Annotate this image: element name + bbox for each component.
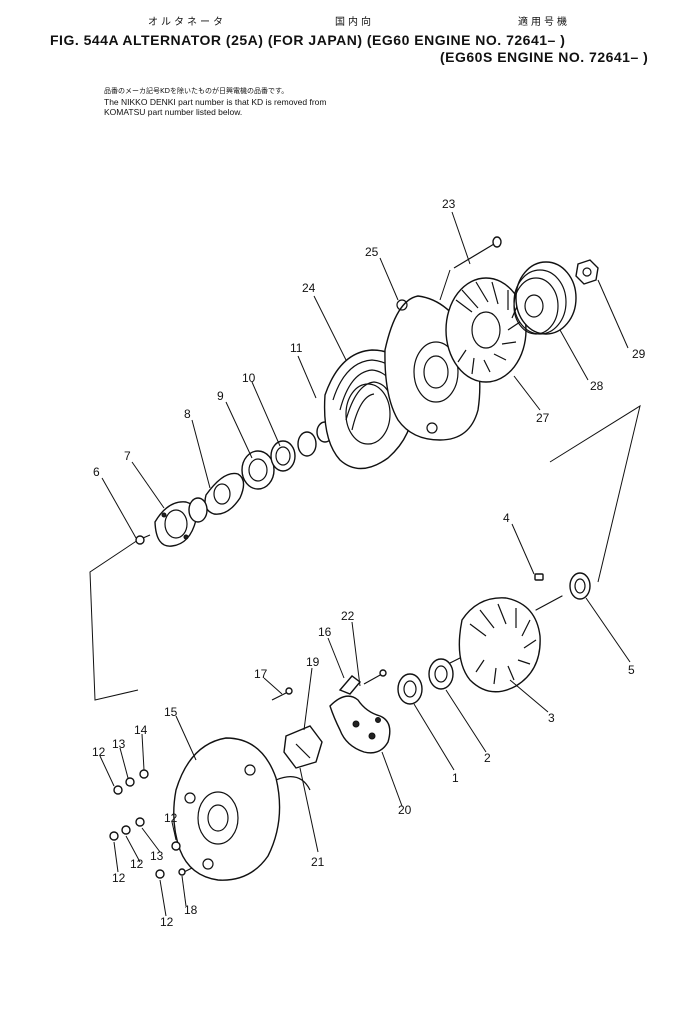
assembly-lines	[89, 269, 641, 701]
part-17-terminal	[338, 675, 362, 695]
callout-29: 29	[632, 347, 646, 361]
callout-14: 13	[150, 849, 164, 863]
callout-9: 9	[217, 389, 224, 403]
part-18-screw	[271, 687, 293, 701]
callout-12d: 12	[160, 915, 174, 929]
callout-17: 16	[318, 625, 332, 639]
part-1-bearing	[397, 673, 423, 705]
callout-27: 27	[536, 411, 550, 425]
leader-lines	[99, 211, 631, 917]
part-27-fan	[445, 277, 527, 383]
callout-18: 17	[254, 667, 268, 681]
part-4-key	[534, 573, 544, 581]
figure-subtitle: (EG60S ENGINE NO. 72641– )	[440, 49, 649, 65]
callout-12b: 12	[112, 871, 126, 885]
callout-7: 7	[124, 449, 131, 463]
part-8-plate	[188, 472, 245, 523]
callout-8: 8	[184, 407, 191, 421]
callout-12a: 12	[92, 745, 106, 759]
part-13-washers	[121, 777, 135, 835]
part-12-nuts	[109, 785, 181, 879]
callout-6: 6	[93, 465, 100, 479]
part-10-ring	[270, 440, 296, 472]
note-jp: 品番のメーカ記号KDを除いたものが日興電機の品番です。	[104, 87, 289, 95]
callout-19: 18	[184, 903, 198, 917]
jp-applicable: 適用号機	[518, 17, 570, 28]
part-9-bearing	[241, 450, 275, 490]
jp-destination: 国内向	[335, 17, 374, 28]
callout-21: 21	[311, 855, 325, 869]
callout-15: 14	[134, 723, 148, 737]
part-29-nut	[575, 259, 599, 285]
part-23-screw	[363, 669, 387, 685]
callout-22: 20	[398, 803, 412, 817]
callout-25: 24	[302, 281, 316, 295]
figure-title: FIG. 544A ALTERNATOR (25A) (FOR JAPAN) (…	[50, 32, 566, 48]
part-3-rotor	[439, 595, 563, 693]
part-19-screw	[178, 867, 193, 876]
callout-4: 4	[503, 511, 510, 525]
part-14-15-fasteners	[135, 769, 149, 827]
part-22-rectifier	[329, 695, 391, 754]
callout-12c: 12	[164, 811, 178, 825]
callout-11: 11	[290, 341, 303, 355]
callout-26: 25	[365, 245, 379, 259]
callout-16: 15	[164, 705, 178, 719]
callout-labels: 23 25 24 11 10 9 8 7 6 29 28 27 4 5 3 2 …	[92, 197, 646, 929]
part-28-pulley	[513, 261, 577, 335]
callout-5: 5	[628, 663, 635, 677]
note-line-2: KOMATSU part number listed below.	[104, 107, 243, 117]
part-20-brush-holder	[283, 725, 323, 769]
callout-28: 28	[590, 379, 604, 393]
jp-part-name: オルタネータ	[148, 17, 226, 28]
callout-13b: 12	[130, 857, 144, 871]
callout-20: 19	[306, 655, 320, 669]
callout-10: 10	[242, 371, 256, 385]
part-5-ring	[569, 572, 591, 600]
note-line-1: The NIKKO DENKI part number is that KD i…	[104, 97, 327, 107]
callout-3: 3	[548, 711, 555, 725]
callout-1: 1	[452, 771, 459, 785]
callout-24: 23	[442, 197, 456, 211]
callout-23: 22	[341, 609, 355, 623]
part-2-bearing	[428, 658, 454, 690]
part-6-screw	[135, 534, 151, 545]
part-16-rear-bracket	[173, 737, 311, 881]
callout-13a: 13	[112, 737, 126, 751]
callout-2: 2	[484, 751, 491, 765]
part-24-bolt	[453, 236, 502, 269]
part-7-retainer	[154, 501, 198, 547]
